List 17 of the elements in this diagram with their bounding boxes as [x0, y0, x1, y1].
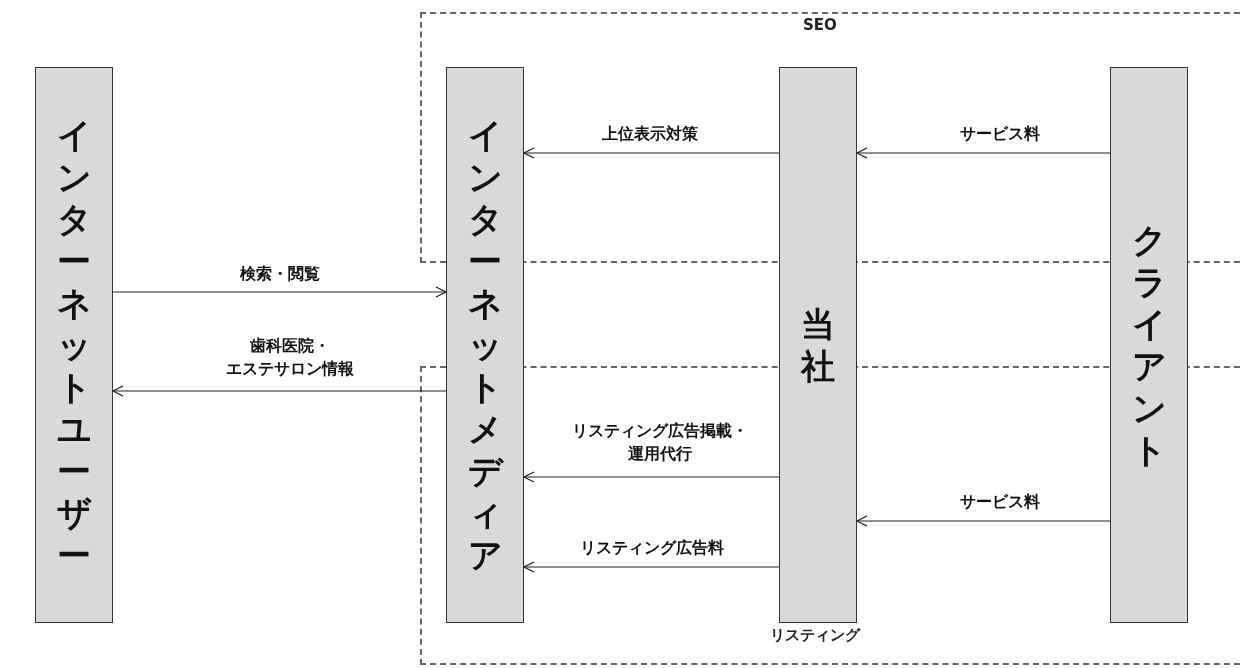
arrow: [112, 385, 447, 397]
arrow: [523, 147, 780, 159]
arrow: [523, 471, 780, 483]
region-label: SEO: [803, 16, 837, 34]
arrow: [856, 515, 1111, 527]
entity-name: インターネットメディア: [467, 114, 503, 576]
entity-name: クライアント: [1131, 219, 1167, 471]
region-label: リスティング: [770, 626, 860, 645]
entity-box: [779, 67, 857, 623]
entity-name: 当社: [800, 303, 836, 387]
entity-box: [1110, 67, 1188, 623]
entity-box: [446, 67, 524, 623]
arrow: [112, 286, 447, 298]
arrow: [856, 147, 1111, 159]
entity-box: [35, 67, 113, 623]
entity-name: インターネットユーザー: [56, 114, 92, 576]
arrow: [523, 561, 780, 573]
